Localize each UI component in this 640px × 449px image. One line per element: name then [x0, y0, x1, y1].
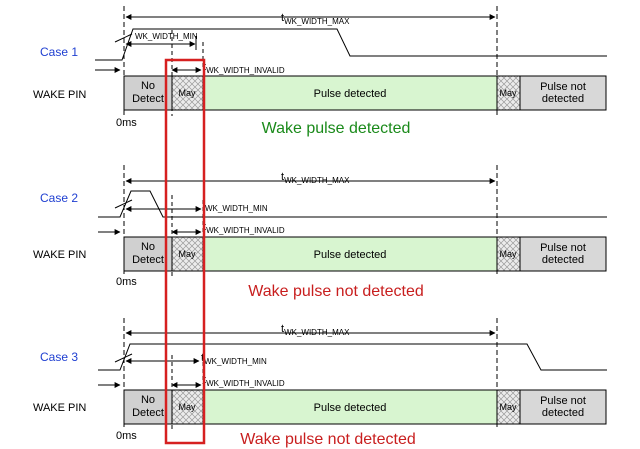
pulse-detected-segment-3 [202, 389, 498, 425]
zero-ms-label-3: 0ms [116, 430, 137, 442]
t-min-label-2: WK_WIDTH_MIN [205, 204, 268, 213]
t-invalid-label-2: tWK_WIDTH_INVALID [203, 221, 285, 235]
case-2-label: Case 2 [40, 191, 78, 205]
no-detect-text-3a: No [141, 394, 155, 406]
pulse-not-detected-segment-3 [519, 389, 607, 425]
wake-pin-label-3: WAKE PIN [33, 402, 86, 414]
may-window-highlight [164, 58, 206, 445]
may-text-3: May [178, 402, 196, 412]
may-text-2b: May [499, 249, 517, 259]
case-2-result: Wake pulse not detected [248, 283, 424, 300]
t-min-label-1: WK_WIDTH_MIN [135, 32, 198, 41]
may-text-1: May [178, 88, 196, 98]
pnd-text-3b: detected [542, 407, 584, 419]
may-text-1b: May [499, 88, 517, 98]
case-1-result: Wake pulse detected [262, 120, 411, 137]
t-invalid-label-1: tWK_WIDTH_INVALID [203, 61, 285, 75]
may-text-3b: May [499, 402, 517, 412]
wake-pin-label-2: WAKE PIN [33, 249, 86, 261]
case-2-group: Case 2 WAKE PIN 0ms tWK_WIDTH_MAX WK_WID… [33, 165, 607, 300]
pulse-detected-text-3: Pulse detected [314, 402, 387, 414]
pulse-detected-text-2: Pulse detected [314, 249, 387, 261]
t-max-label-3: tWK_WIDTH_MAX [281, 323, 350, 337]
case-3-result: Wake pulse not detected [240, 431, 416, 448]
t-max-label-2: tWK_WIDTH_MAX [281, 171, 350, 185]
no-detect-text-2b: Detect [132, 254, 164, 266]
case-1-group: Case 1 WAKE PIN 0ms tWK_WIDTH_MAX WK_WID… [33, 6, 607, 137]
may-segment-1 [171, 75, 204, 111]
pnd-text-1a: Pulse not [540, 81, 586, 93]
no-detect-text-2a: No [141, 241, 155, 253]
may-text-2: May [178, 249, 196, 259]
pnd-text-1b: detected [542, 93, 584, 105]
t-invalid-label-3: tWK_WIDTH_INVALID [203, 374, 285, 388]
may-segment-3 [171, 389, 204, 425]
t-max-label-1: tWK_WIDTH_MAX [281, 12, 350, 26]
zero-ms-label-2: 0ms [116, 276, 137, 288]
t-min-label-3: tWK_WIDTH_MIN [201, 352, 267, 366]
pnd-text-3a: Pulse not [540, 395, 586, 407]
pulse-not-detected-segment-2 [519, 236, 607, 272]
may-segment-2 [171, 236, 204, 272]
pulse-detected-segment-2 [202, 236, 498, 272]
no-detect-text-3b: Detect [132, 407, 164, 419]
zero-ms-label-1: 0ms [116, 117, 137, 129]
case-3-group: Case 3 WAKE PIN 0ms tWK_WIDTH_MAX tWK_WI… [33, 318, 607, 448]
pnd-text-2b: detected [542, 254, 584, 266]
wake-pin-label-1: WAKE PIN [33, 89, 86, 101]
case-1-label: Case 1 [40, 45, 78, 59]
case-3-label: Case 3 [40, 350, 78, 364]
no-detect-text-1a: No [141, 80, 155, 92]
pulse-detected-segment-1 [202, 75, 498, 111]
no-detect-segment-2 [123, 236, 173, 272]
no-detect-text-1b: Detect [132, 93, 164, 105]
pulse-not-detected-segment-1 [519, 75, 607, 111]
pnd-text-2a: Pulse not [540, 242, 586, 254]
no-detect-segment-3 [123, 389, 173, 425]
pulse-detected-text-1: Pulse detected [314, 88, 387, 100]
